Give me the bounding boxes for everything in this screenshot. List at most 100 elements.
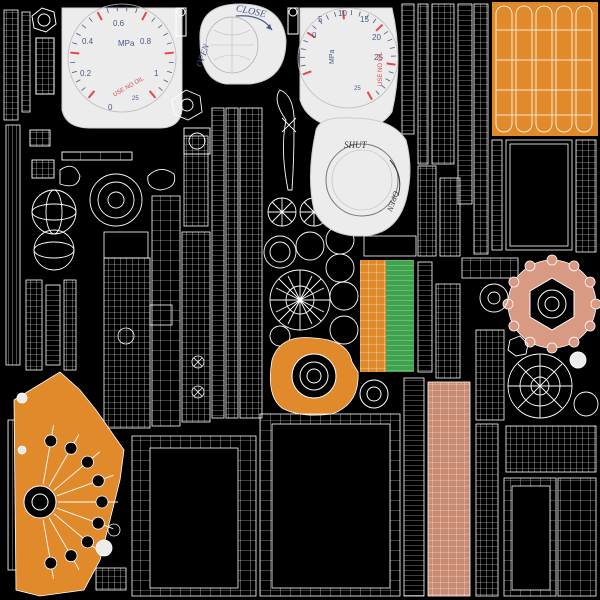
- panel-right-upper: [491, 139, 597, 253]
- gauge-tick: [358, 11, 361, 17]
- left-strips: [3, 9, 77, 571]
- gauge-tick: [164, 51, 174, 55]
- gauge-tick: [302, 70, 312, 76]
- valve-stem-top: [175, 7, 299, 37]
- wheel-cluster: [263, 197, 359, 347]
- gauge-tick: [163, 79, 169, 83]
- gauge-tick: [148, 90, 157, 99]
- gauge-tick: [81, 24, 87, 29]
- gauge-tick: [341, 10, 345, 20]
- gauge-left-scale-2: 0.4: [82, 37, 94, 46]
- vertical-strips-top: [401, 3, 489, 255]
- gauge-tick: [157, 24, 163, 29]
- sunburst-bolt: [44, 556, 58, 570]
- gauge-right-scale-0: 0: [312, 31, 317, 40]
- sunburst-bolt: [81, 455, 94, 469]
- gauge-tick: [75, 79, 81, 83]
- gear-tooth: [546, 254, 558, 266]
- gauge-right-scale-1: 5: [318, 15, 323, 24]
- gauge-right-scale-5: 25: [374, 53, 383, 62]
- bottom-squares: [131, 377, 425, 597]
- gauge-tick: [81, 87, 86, 91]
- gauge-tick: [381, 84, 386, 89]
- orange-gear-center: [269, 337, 389, 416]
- gauge-right: MPa 0 5 10 15 20 25 USE NO OIL 25: [297, 7, 399, 131]
- left-parts: [29, 129, 176, 271]
- gauge-right-model: 25: [354, 86, 361, 92]
- wheels-right: [479, 283, 599, 419]
- valve-bottom: SHUT OPEN: [309, 117, 411, 237]
- gauge-left-scale-3: 0.6: [113, 19, 125, 28]
- gauge-tick: [334, 11, 337, 17]
- right-middle-blocks: [417, 165, 597, 597]
- gear-tooth: [568, 336, 580, 348]
- gauge-tick: [158, 87, 163, 91]
- middle-columns: [103, 107, 263, 429]
- gauge-tick: [318, 19, 323, 24]
- gauge-tick: [166, 70, 172, 74]
- gauge-tick: [151, 17, 156, 22]
- gauge-right-scale-2: 10: [338, 9, 347, 18]
- sunburst-bolt: [95, 495, 109, 509]
- gauge-tick: [70, 51, 80, 55]
- gauge-left-scale-4: 0.8: [140, 37, 152, 46]
- orange-green-block: [360, 235, 417, 372]
- gear-tooth: [508, 320, 520, 332]
- gauge-tick: [141, 11, 148, 21]
- bottom-left-bits: [16, 392, 127, 591]
- gauge-tick: [303, 39, 309, 43]
- gauge-tick: [72, 70, 78, 74]
- gauge-tick: [87, 90, 96, 99]
- sunburst-bolt: [64, 441, 78, 455]
- gear-tooth: [584, 320, 596, 332]
- gauge-left-scale-0: 0: [108, 103, 113, 112]
- gauge-tick: [386, 62, 396, 66]
- gear-tooth: [584, 276, 596, 288]
- gauge-tick: [365, 14, 369, 20]
- gauge-tick: [375, 90, 380, 95]
- gauge-tick: [96, 11, 103, 21]
- gauge-right-scale-4: 20: [372, 33, 381, 42]
- gauge-tick: [163, 32, 168, 36]
- gauge-tick: [166, 42, 172, 45]
- fittings-mid: [171, 89, 297, 191]
- gauge-tick: [383, 31, 389, 35]
- valve-bottom-shut: SHUT: [344, 140, 367, 150]
- sunburst-bolt: [91, 474, 105, 488]
- gauge-right-scale-3: 15: [360, 15, 369, 24]
- orange-panel: [492, 2, 598, 136]
- gauge-tick: [385, 78, 391, 82]
- gauge-tick: [375, 23, 384, 32]
- gauge-right-unit: MPa: [329, 50, 336, 65]
- gauge-tick: [76, 32, 81, 36]
- gauge-left: MPa 0 0.2 0.4 0.6 0.8 1 USE NO OIL 25: [61, 3, 183, 129]
- gauge-tick: [366, 91, 373, 101]
- gear-tooth: [568, 260, 580, 272]
- gauge-tick: [372, 18, 377, 24]
- sunburst-bolt: [81, 535, 94, 549]
- gear-tooth: [590, 298, 600, 310]
- salmon-strip: [427, 381, 471, 597]
- hex-nut-top: [31, 7, 57, 95]
- gauge-tick: [387, 38, 393, 42]
- orange-sunburst: [13, 371, 125, 597]
- gauge-left-model: 25: [132, 96, 139, 102]
- gauge-tick: [88, 17, 93, 22]
- salmon-gear-right: [502, 254, 600, 354]
- gauge-tick: [388, 71, 394, 74]
- gauge-tick: [135, 8, 138, 14]
- gear-tooth: [546, 342, 558, 354]
- sunburst-bolt: [44, 434, 58, 448]
- gear-tooth: [524, 260, 536, 272]
- gauge-tick: [312, 25, 317, 30]
- gauge-left-scale-1: 0.2: [80, 69, 92, 78]
- gauge-tick: [300, 48, 306, 51]
- gauge-left-unit: MPa: [118, 39, 135, 48]
- gauge-tick: [326, 14, 329, 20]
- gauge-tick: [106, 8, 109, 14]
- gauge-tick: [389, 46, 395, 49]
- gauge-tick: [72, 42, 78, 45]
- sunburst-bolt: [91, 516, 105, 530]
- sunburst-bolt: [64, 549, 78, 563]
